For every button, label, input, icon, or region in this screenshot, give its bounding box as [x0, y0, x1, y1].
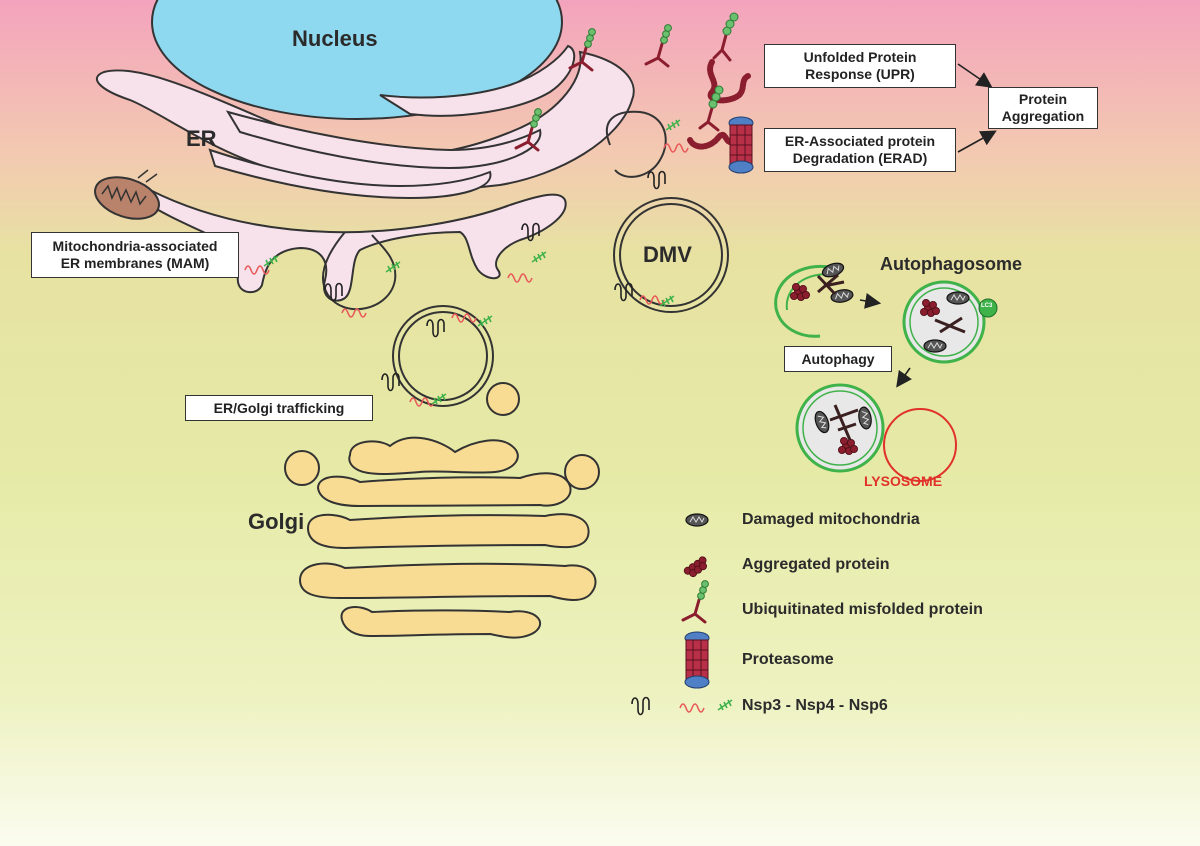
upr-line2: Response (UPR) [805, 66, 915, 82]
arrow-to-lysosome-fusion [896, 367, 912, 388]
legend-label-nsp: Nsp3 - Nsp4 - Nsp6 [742, 697, 888, 714]
legend-label-mitochondria: Damaged mitochondria [742, 511, 920, 528]
trafficking-vesicle [392, 305, 494, 407]
er-shape [95, 44, 635, 302]
phagophore [774, 259, 855, 338]
nucleus-shape [151, 0, 563, 120]
arrow-upr-to-aggregation [957, 63, 993, 88]
upr-line1: Unfolded Protein [803, 49, 917, 65]
trafficking-box: ER/Golgi trafficking [185, 395, 373, 421]
aggregation-line1: Protein [1018, 91, 1068, 107]
dmv-label: DMV [643, 242, 692, 267]
golgi-label: Golgi [248, 509, 305, 534]
upr-box: Unfolded Protein Response (UPR) [764, 44, 956, 88]
autophagy-box: Autophagy [784, 346, 892, 372]
lc3-label: LC3 [981, 303, 993, 309]
er-label: ER [186, 126, 217, 151]
erad-misfolded-chain [687, 85, 736, 150]
autolysosome [795, 383, 957, 482]
er-tubule-loop [322, 231, 397, 311]
aggregated-protein-icon [683, 556, 707, 578]
er-tubule-loop-right [605, 110, 667, 178]
autophagosome-label: Autophagosome [880, 254, 1022, 274]
ubiquitinated-protein-upr [644, 23, 673, 68]
erad-box: ER-Associated protein Degradation (ERAD) [764, 128, 956, 172]
mam-line1: Mitochondria-associated [52, 238, 218, 254]
arrow-to-autophagosome [859, 293, 882, 309]
autophagosome-vesicle [902, 280, 998, 364]
arrow-erad-to-aggregation [957, 130, 997, 153]
proteasome-icon [684, 631, 710, 689]
legend-label-proteasome: Proteasome [742, 651, 834, 668]
mam-box: Mitochondria-associated ER membranes (MA… [31, 232, 239, 278]
nucleus-label: Nucleus [292, 26, 378, 51]
mam-line2: ER membranes (MAM) [60, 255, 210, 271]
legend-icons [631, 513, 733, 716]
mitochondrion-mam [94, 169, 160, 220]
legend-label-aggregated: Aggregated protein [742, 556, 890, 573]
golgi-shape [284, 382, 600, 639]
mitochondria-icon [685, 513, 709, 527]
erad-line2: Degradation (ERAD) [792, 150, 928, 166]
ubiquitinated-protein-icon [681, 579, 710, 624]
legend-label-ubiquitinated: Ubiquitinated misfolded protein [742, 601, 983, 618]
lysosome-label: LYSOSOME [864, 473, 943, 489]
protein-aggregation-box: Protein Aggregation [988, 87, 1098, 129]
aggregation-line2: Aggregation [1001, 108, 1085, 124]
erad-line1: ER-Associated protein [784, 133, 936, 149]
dmv-vesicle [613, 197, 729, 313]
nsp-icon [631, 696, 733, 716]
proteasome-erad [728, 116, 754, 174]
